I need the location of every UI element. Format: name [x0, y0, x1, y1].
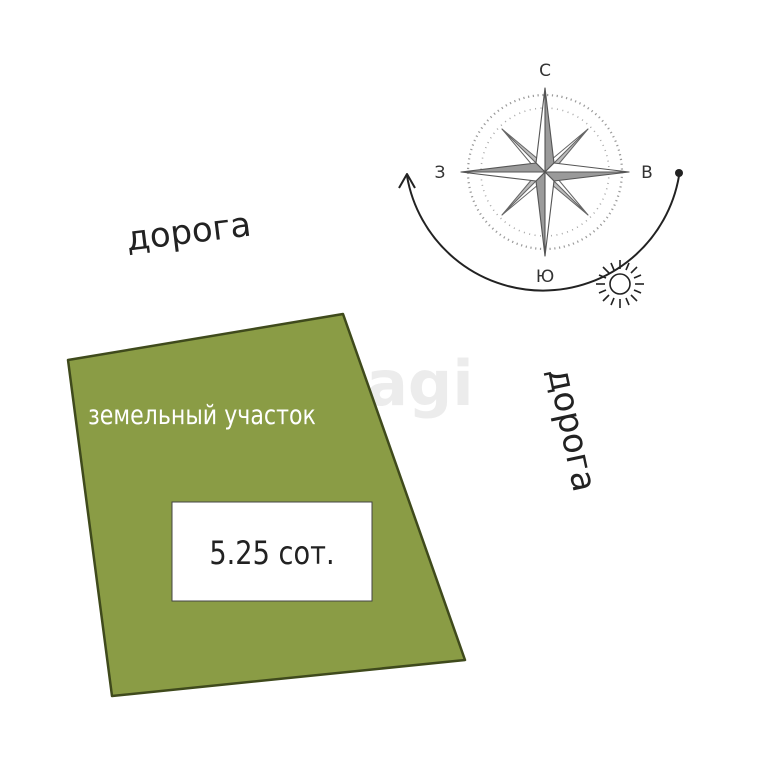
- road-label-right: дорога: [539, 364, 604, 495]
- sun-path-arc-icon: [406, 175, 680, 292]
- compass-main-star: [460, 87, 630, 257]
- sun-path-arrowhead-icon: [398, 173, 416, 189]
- sun-path: [398, 169, 683, 308]
- area-value: 5.25 сот.: [209, 535, 334, 573]
- compass-rose: С Ю З В: [435, 61, 653, 287]
- sun-path-start-dot: [675, 169, 683, 177]
- area-box: [171, 501, 373, 602]
- road-label-left: дорога: [124, 205, 253, 260]
- compass-west-label: З: [435, 163, 446, 183]
- compass-south-label: Ю: [536, 267, 554, 287]
- land-plot: земельный участок 5.25 сот.: [66, 312, 467, 698]
- compass-east-label: В: [641, 163, 653, 183]
- compass-north-label: С: [539, 61, 551, 81]
- land-plot-label: земельный участок: [88, 399, 316, 431]
- sun-icon: [596, 260, 644, 308]
